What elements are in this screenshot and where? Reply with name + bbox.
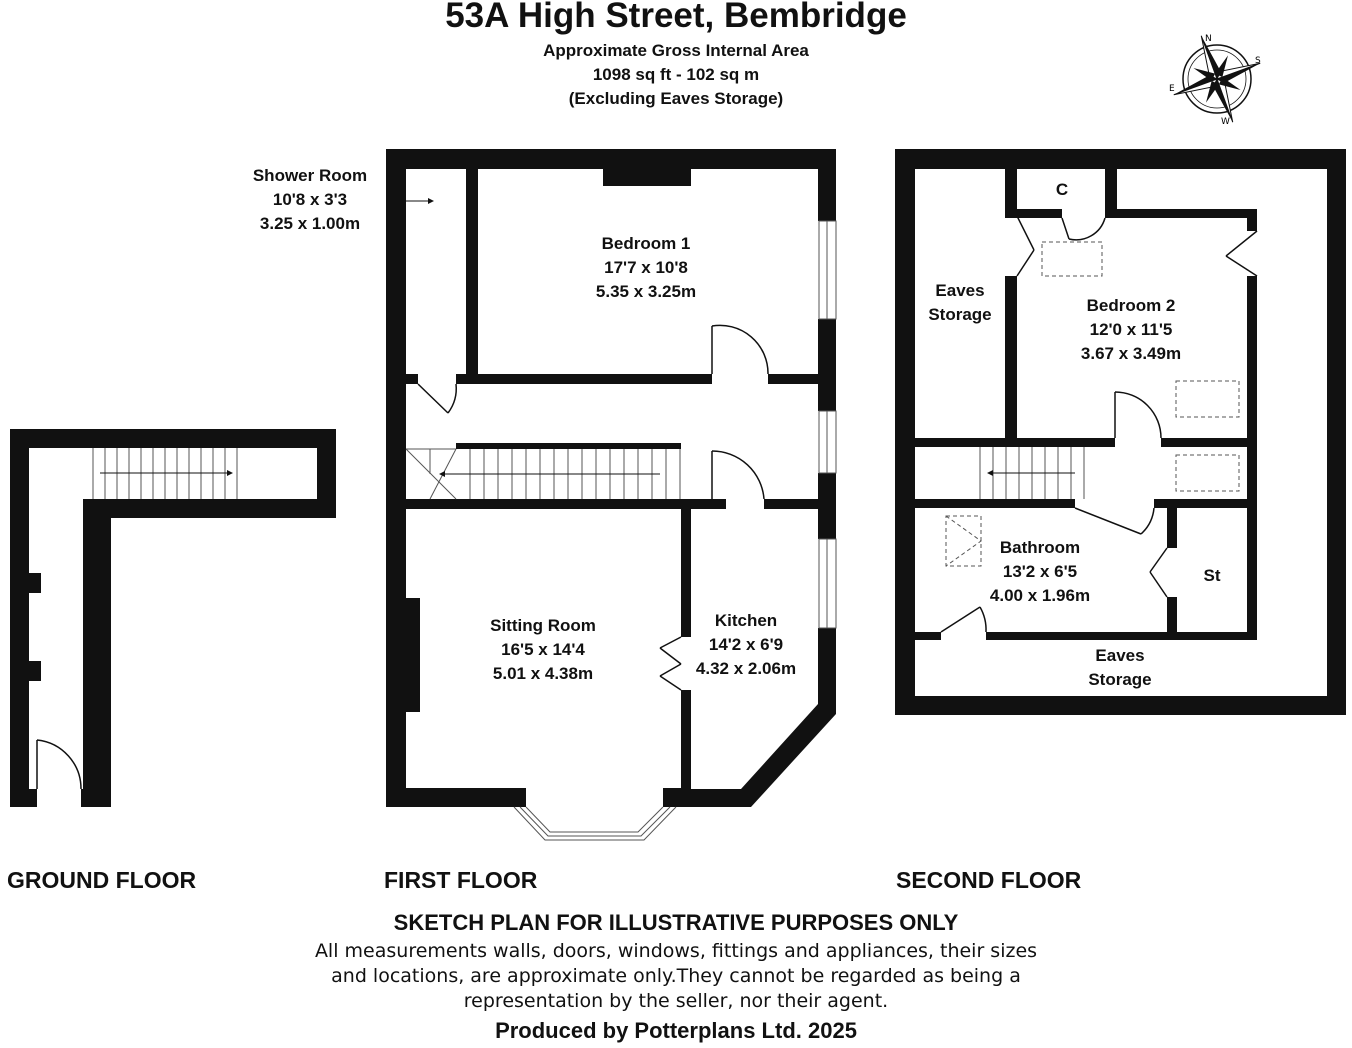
second-floor-plan <box>895 149 1346 715</box>
bedroom-1-metric: 5.35 x 3.25m <box>596 282 696 301</box>
eaves-storage-bottom-line1: Eaves <box>1095 646 1144 665</box>
compass-n: N <box>1205 34 1212 44</box>
shower-room-metric: 3.25 x 1.00m <box>260 214 360 233</box>
first-floor-label: FIRST FLOOR <box>384 867 538 893</box>
kitchen-metric: 4.32 x 2.06m <box>696 659 796 678</box>
eaves-storage-left-line2: Storage <box>928 305 991 324</box>
shower-room-name: Shower Room <box>253 166 367 185</box>
area-value: 1098 sq ft - 102 sq m <box>592 65 760 84</box>
compass-w: E <box>1169 84 1175 94</box>
sitting-room-metric: 5.01 x 4.38m <box>493 664 593 683</box>
kitchen-name: Kitchen <box>715 611 777 630</box>
ground-floor-plan <box>10 429 336 807</box>
bedroom-2-metric: 3.67 x 3.49m <box>1081 344 1181 363</box>
first-floor-plan <box>386 149 837 841</box>
sitting-room-name: Sitting Room <box>490 616 596 635</box>
plan-title: 53A High Street, Bembridge <box>445 0 907 35</box>
eaves-storage-left-line1: Eaves <box>935 281 984 300</box>
compass-e: S <box>1255 56 1261 66</box>
ground-floor-label: GROUND FLOOR <box>7 867 197 893</box>
second-floor-label: SECOND FLOOR <box>896 867 1082 893</box>
sitting-room-imperial: 16'5 x 14'4 <box>501 640 585 659</box>
bedroom-1-imperial: 17'7 x 10'8 <box>604 258 688 277</box>
bedroom-2-imperial: 12'0 x 11'5 <box>1090 320 1173 339</box>
bedroom-1-name: Bedroom 1 <box>602 234 691 253</box>
disclaimer-heading: SKETCH PLAN FOR ILLUSTRATIVE PURPOSES ON… <box>393 910 959 935</box>
credit-line: Produced by Potterplans Ltd. 2025 <box>495 1018 857 1043</box>
shower-room-imperial: 10'8 x 3'3 <box>273 190 347 209</box>
bathroom-imperial: 13'2 x 6'5 <box>1003 562 1077 581</box>
store-label: St <box>1204 566 1221 585</box>
bathroom-metric: 4.00 x 1.96m <box>990 586 1090 605</box>
disclaimer-line-3: representation by the seller, nor their … <box>463 990 889 1012</box>
compass-s: W <box>1221 117 1230 127</box>
eaves-storage-bottom-line2: Storage <box>1088 670 1151 689</box>
kitchen-imperial: 14'2 x 6'9 <box>709 635 783 654</box>
area-note: (Excluding Eaves Storage) <box>568 89 784 108</box>
bedroom-2-name: Bedroom 2 <box>1087 296 1176 315</box>
cupboard-label: C <box>1056 180 1068 199</box>
disclaimer-line-2: and locations, are approximate only.They… <box>331 965 1021 987</box>
compass-rose-icon: N S W E <box>1169 34 1261 127</box>
bathroom-name: Bathroom <box>1000 538 1080 557</box>
disclaimer-line-1: All measurements walls, doors, windows, … <box>314 940 1038 962</box>
area-heading: Approximate Gross Internal Area <box>543 41 809 60</box>
